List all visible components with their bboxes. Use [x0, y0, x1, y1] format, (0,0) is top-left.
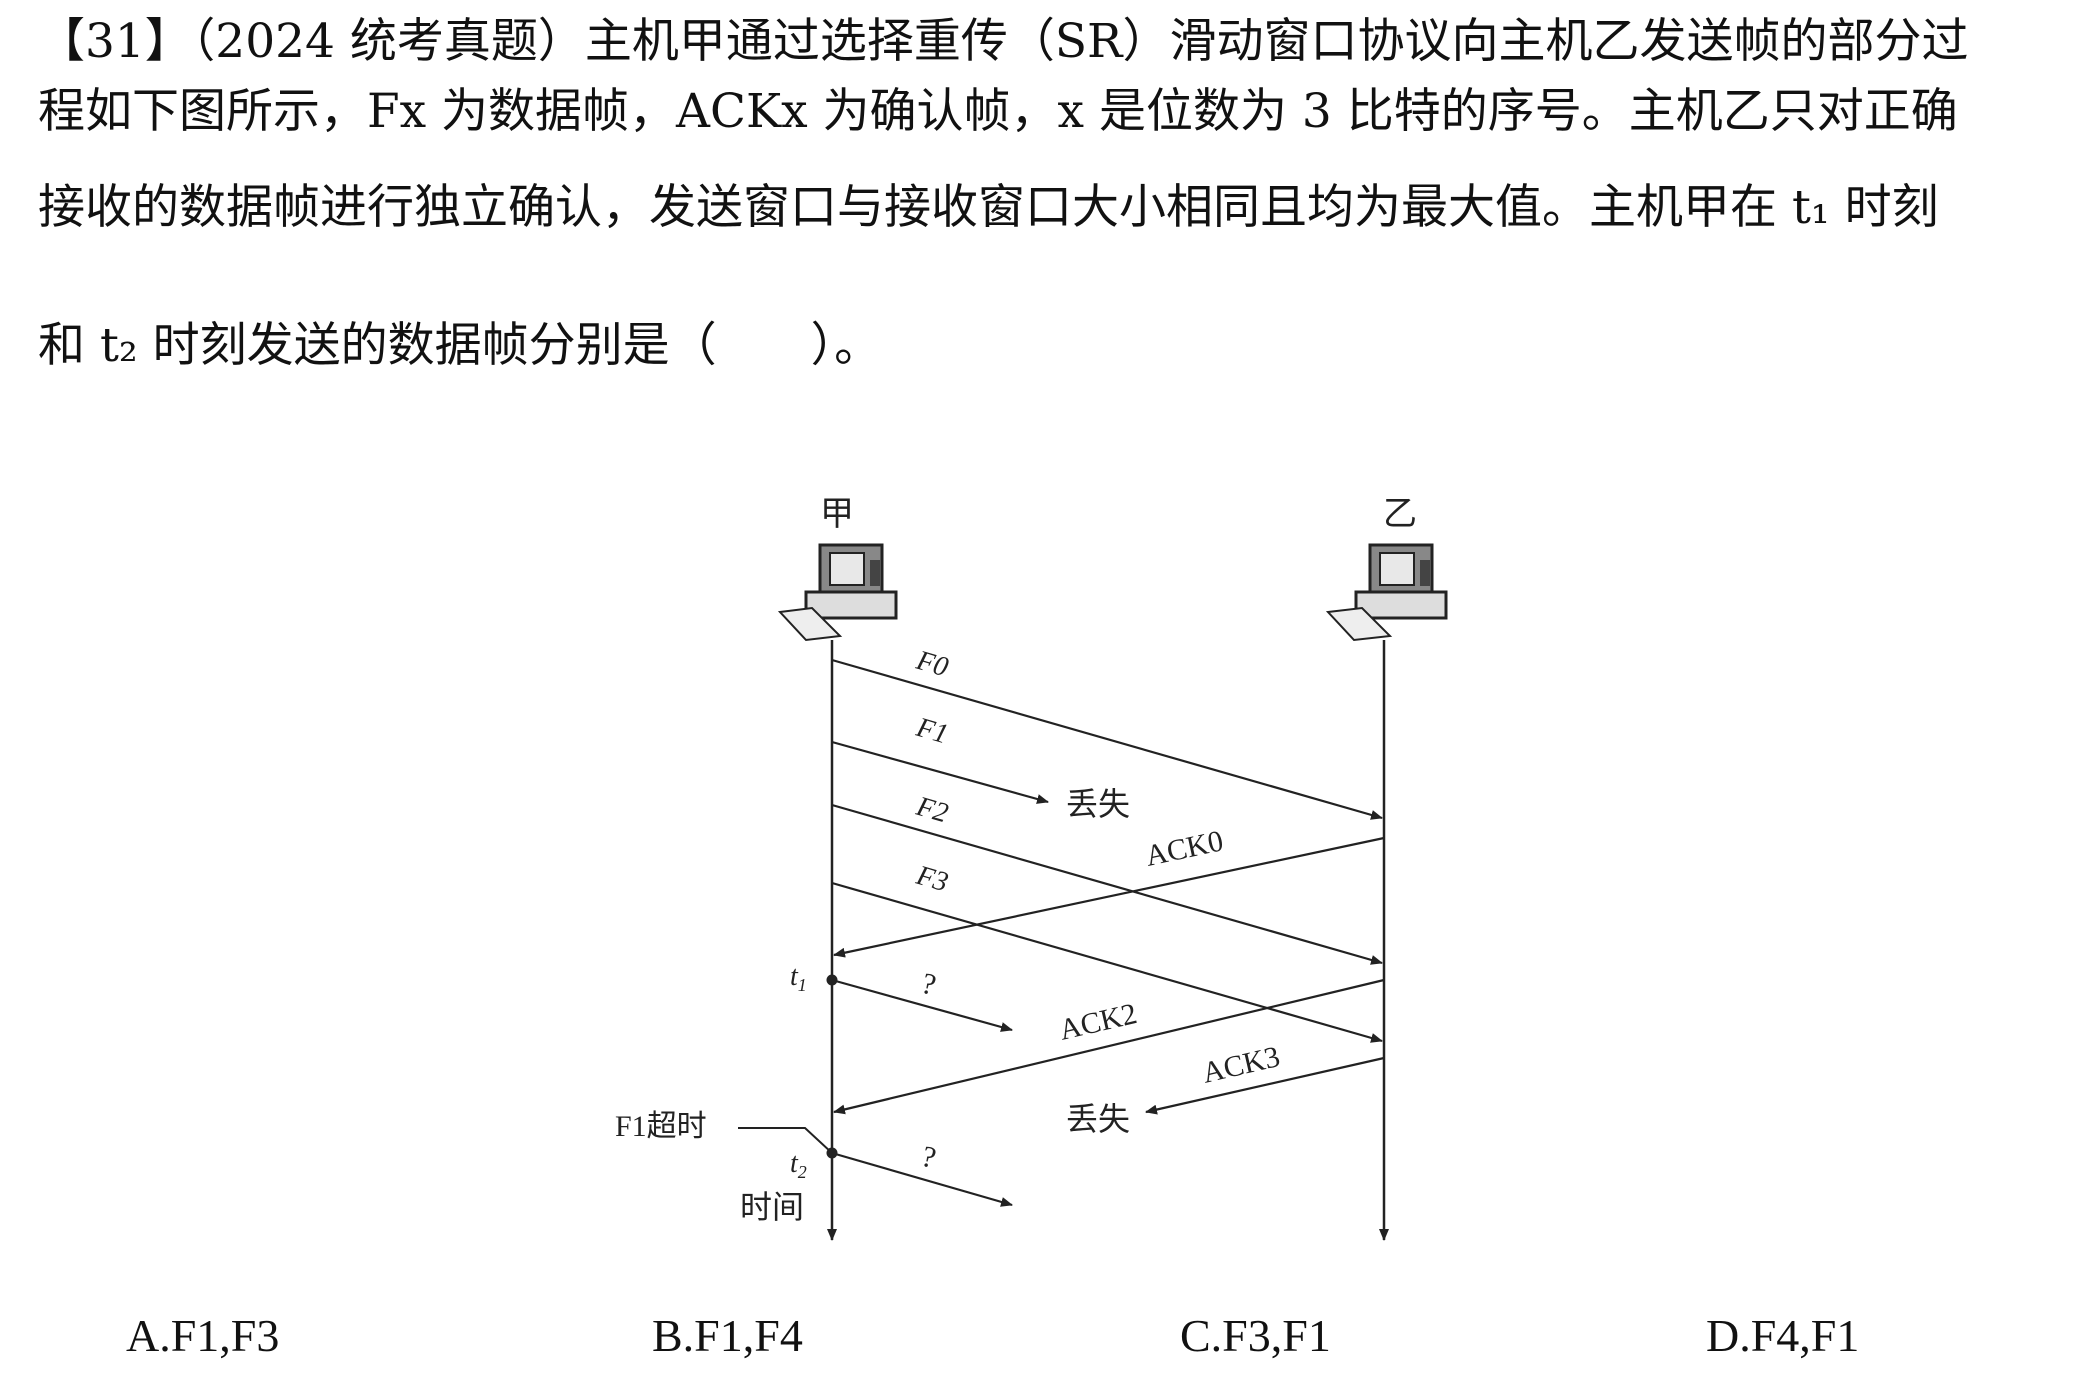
host-b-label: 乙 [1383, 496, 1417, 533]
sr-protocol-diagram: 甲 乙 F0 F1 丢失 F2 F3 ACK0 t1 ? ACK2 ACK3 丢… [615, 496, 1448, 1241]
timeout-label: F1超时 [615, 1110, 707, 1143]
host-a-label: 甲 [820, 496, 854, 533]
question-line-3: 接收的数据帧进行独立确认，发送窗口与接收窗口大小相同且均为最大值。主机甲在 t₁… [38, 180, 1939, 235]
option-a[interactable]: A.F1,F3 [126, 1310, 280, 1361]
label-ack3: ACK3 [1199, 1040, 1283, 1090]
arrow-t2-frame [831, 1151, 1013, 1207]
label-f2: F2 [912, 791, 951, 830]
question-line-2: 程如下图所示，Fx 为数据帧，ACKx 为确认帧，x 是位数为 3 比特的序号。… [38, 84, 1958, 139]
computer-icon-host-a [777, 543, 898, 642]
arrow-f0 [831, 658, 1383, 820]
t2-label: t2 [790, 1148, 807, 1182]
arrow-ack3 [1145, 1056, 1385, 1115]
arrow-f3 [831, 881, 1383, 1043]
label-f1: F1 [912, 712, 951, 751]
arrow-t1-frame [831, 978, 1013, 1032]
timeout-leader-line [738, 1127, 833, 1154]
option-d[interactable]: D.F4,F1 [1706, 1310, 1860, 1361]
computer-icon-host-b [1325, 543, 1448, 642]
label-f3: F3 [912, 860, 951, 899]
label-ack0: ACK0 [1143, 824, 1226, 873]
question-line-4: 和 t₂ 时刻发送的数据帧分别是（ ）。 [38, 318, 882, 373]
lost-label-f1: 丢失 [1066, 786, 1130, 822]
question-line-1: 【31】（2024 统考真题）主机甲通过选择重传（SR）滑动窗口协议向主机乙发送… [38, 14, 1969, 69]
arrow-ack0 [833, 836, 1385, 958]
arrow-f1 [831, 740, 1049, 804]
t2-unknown: ? [918, 1140, 939, 1175]
option-b[interactable]: B.F1,F4 [652, 1310, 803, 1361]
time-axis-label: 时间 [740, 1189, 804, 1225]
option-c[interactable]: C.F3,F1 [1180, 1310, 1331, 1361]
label-ack2: ACK2 [1056, 997, 1140, 1047]
label-f0: F0 [912, 645, 951, 684]
lost-label-ack3: 丢失 [1066, 1101, 1130, 1137]
t1-unknown: ? [918, 967, 939, 1002]
t1-label: t1 [790, 961, 807, 995]
arrow-ack2 [833, 978, 1385, 1115]
arrow-f2 [831, 803, 1383, 965]
